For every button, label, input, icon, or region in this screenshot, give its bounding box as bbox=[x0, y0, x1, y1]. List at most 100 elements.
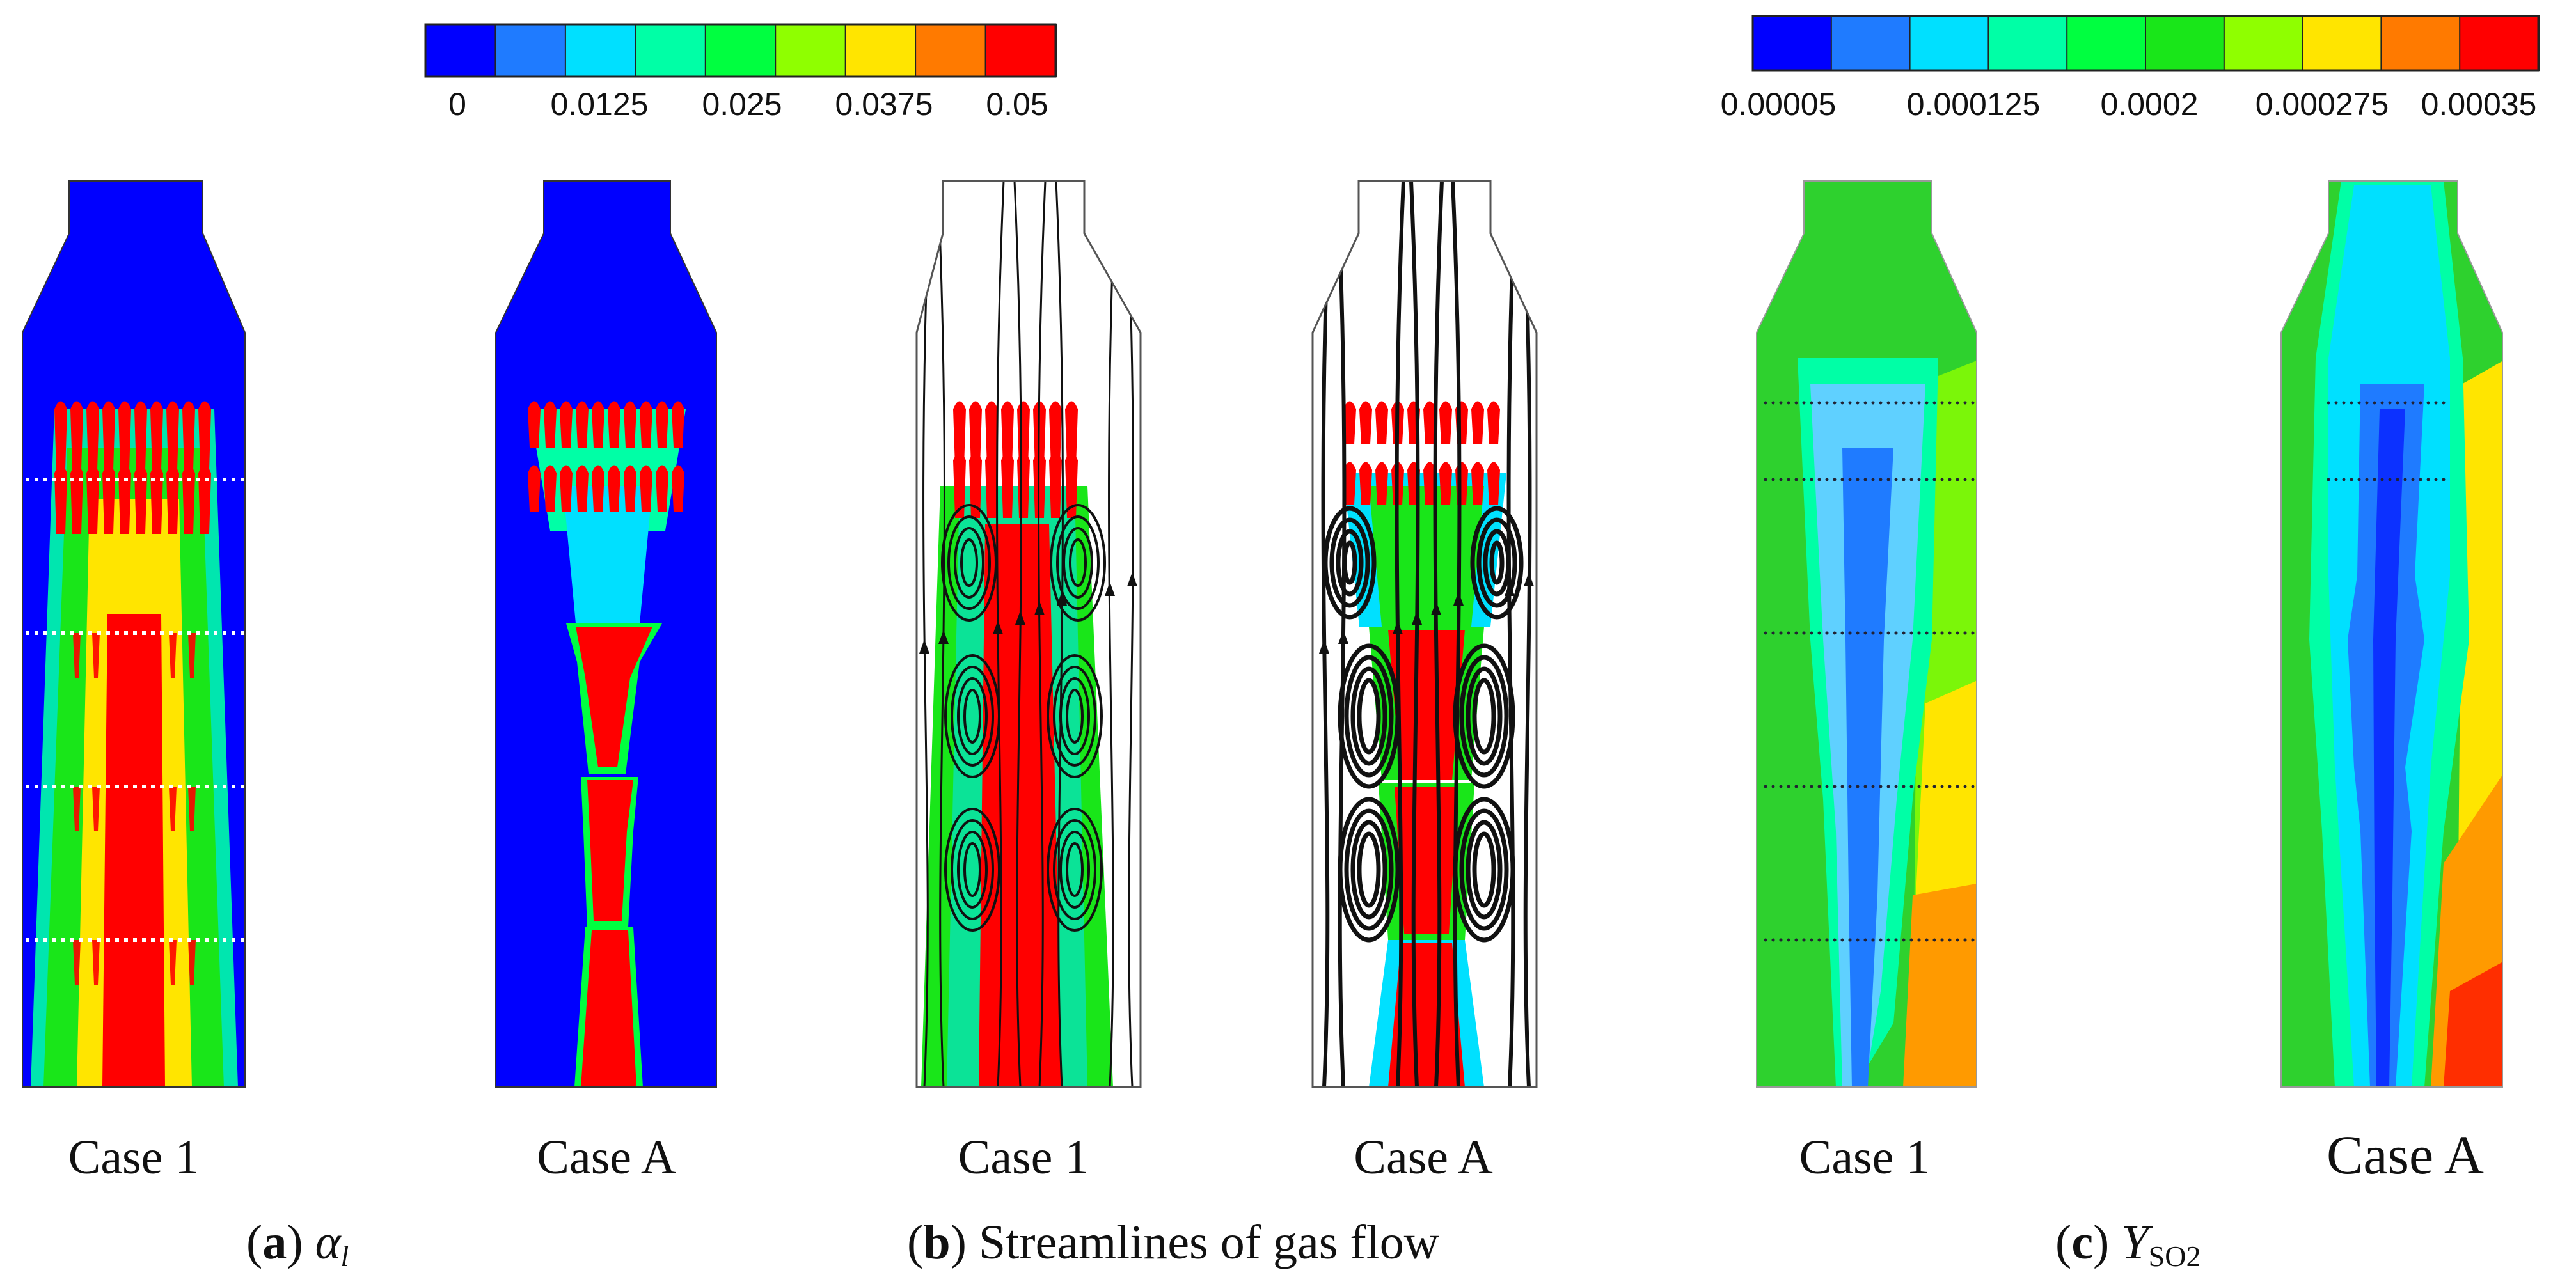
gas-streamline bbox=[1433, 181, 1444, 1087]
liquid-jet bbox=[102, 401, 115, 470]
gas-streamline bbox=[922, 181, 931, 1087]
spray-nozzle bbox=[2373, 401, 2376, 405]
alpha-colorbar-cell bbox=[984, 24, 1057, 77]
spray-nozzle bbox=[2396, 478, 2399, 482]
spray-nozzle bbox=[1917, 478, 1921, 482]
spray-nozzle bbox=[1863, 401, 1867, 405]
liquid-jet bbox=[1049, 452, 1062, 518]
spray-header bbox=[187, 938, 191, 942]
spray-header bbox=[79, 478, 83, 482]
liquid-jet bbox=[656, 401, 668, 448]
spray-nozzle bbox=[1932, 478, 1936, 482]
liquid-jet bbox=[576, 401, 589, 448]
spray-nozzle bbox=[1971, 401, 1975, 405]
liquid-jet bbox=[592, 401, 604, 448]
recirculation-eddy bbox=[1053, 666, 1096, 767]
spray-nozzle bbox=[1848, 631, 1852, 635]
liquid-jet bbox=[188, 940, 196, 985]
spray-nozzle bbox=[1894, 785, 1898, 788]
liquid-jet bbox=[640, 401, 652, 448]
liquid-jet bbox=[150, 401, 163, 470]
spray-nozzle bbox=[2434, 401, 2438, 405]
recirculation-eddy bbox=[1050, 504, 1106, 622]
spray-nozzle bbox=[1802, 631, 1806, 635]
so2-tick-1: 0.000125 bbox=[1907, 86, 2041, 122]
so2-colorbar-cell bbox=[2302, 15, 2383, 71]
panel-streamlines-case1 bbox=[917, 181, 1141, 1087]
recirculation-eddy bbox=[1459, 655, 1509, 778]
panel-alpha-caseA bbox=[496, 181, 716, 1087]
liquid-jet bbox=[1017, 452, 1030, 518]
spray-nozzle bbox=[1794, 401, 1798, 405]
streamline-arrow bbox=[1431, 601, 1441, 615]
spray-header bbox=[97, 478, 101, 482]
spray-header bbox=[187, 478, 191, 482]
spray-nozzle bbox=[1925, 785, 1929, 788]
liquid-jet bbox=[86, 465, 99, 534]
liquid-jet bbox=[608, 465, 620, 512]
spray-nozzle bbox=[2396, 401, 2399, 405]
spray-header bbox=[106, 478, 110, 482]
spray-nozzle bbox=[1764, 478, 1767, 482]
spray-nozzle bbox=[1902, 631, 1906, 635]
liquid-jet bbox=[1343, 462, 1356, 505]
spray-header bbox=[61, 785, 65, 788]
liquid-jet bbox=[111, 787, 119, 831]
spray-nozzle bbox=[1871, 631, 1875, 635]
liquid-jet bbox=[150, 633, 157, 678]
spray-nozzle bbox=[1833, 785, 1837, 788]
spray-nozzle bbox=[1848, 785, 1852, 788]
spray-header bbox=[106, 785, 110, 788]
spray-nozzle bbox=[1840, 938, 1844, 942]
spray-nozzle bbox=[1817, 785, 1821, 788]
spray-header bbox=[70, 785, 74, 788]
liquid-jet bbox=[953, 401, 966, 467]
spray-nozzle bbox=[2327, 478, 2330, 482]
so2-colorbar-cell bbox=[2380, 15, 2461, 71]
streamline-arrow bbox=[1057, 591, 1067, 606]
spray-header bbox=[223, 785, 226, 788]
gas-streamline bbox=[996, 181, 1005, 1087]
spray-header bbox=[232, 631, 235, 635]
spray-nozzle bbox=[2411, 401, 2415, 405]
spray-header bbox=[26, 478, 29, 482]
spray-nozzle bbox=[2327, 401, 2330, 405]
spray-nozzle bbox=[1825, 785, 1829, 788]
recirculation-eddy bbox=[1329, 517, 1370, 608]
spray-nozzle bbox=[1863, 785, 1867, 788]
spray-nozzle bbox=[1794, 938, 1798, 942]
recirculation-eddy bbox=[1459, 808, 1509, 931]
liquid-jet bbox=[166, 465, 179, 534]
alpha-colorbar-cell bbox=[844, 24, 917, 77]
panel-so2-caseA bbox=[2281, 181, 2502, 1087]
spray-nozzle bbox=[2365, 478, 2369, 482]
spray-nozzle bbox=[1771, 478, 1775, 482]
spray-nozzle bbox=[2426, 478, 2430, 482]
liquid-jet bbox=[102, 465, 115, 534]
spray-nozzle bbox=[1840, 631, 1844, 635]
spray-header bbox=[142, 478, 146, 482]
spray-header bbox=[151, 631, 155, 635]
spray-nozzle bbox=[2357, 478, 2361, 482]
alpha-colorbar-cell bbox=[635, 24, 707, 77]
liquid-jet bbox=[86, 401, 99, 470]
spray-nozzle bbox=[2411, 478, 2415, 482]
spray-nozzle bbox=[1971, 478, 1975, 482]
spray-nozzle bbox=[1971, 785, 1975, 788]
alpha-colorbar-cell bbox=[704, 24, 777, 77]
recirculation-eddy bbox=[1466, 666, 1503, 766]
spray-header bbox=[151, 938, 155, 942]
spray-header bbox=[178, 785, 182, 788]
liquid-jet bbox=[182, 465, 195, 534]
spray-nozzle bbox=[1963, 401, 1967, 405]
recirculation-eddy bbox=[1047, 654, 1103, 778]
alpha-colorbar bbox=[424, 23, 1057, 78]
liquid-jet bbox=[953, 452, 966, 518]
spray-nozzle bbox=[1810, 631, 1813, 635]
spray-header bbox=[124, 938, 128, 942]
spray-header bbox=[133, 938, 137, 942]
recirculation-eddy bbox=[1357, 831, 1381, 908]
spray-nozzle bbox=[1956, 785, 1959, 788]
spray-header bbox=[178, 478, 182, 482]
spray-nozzle bbox=[1856, 938, 1860, 942]
